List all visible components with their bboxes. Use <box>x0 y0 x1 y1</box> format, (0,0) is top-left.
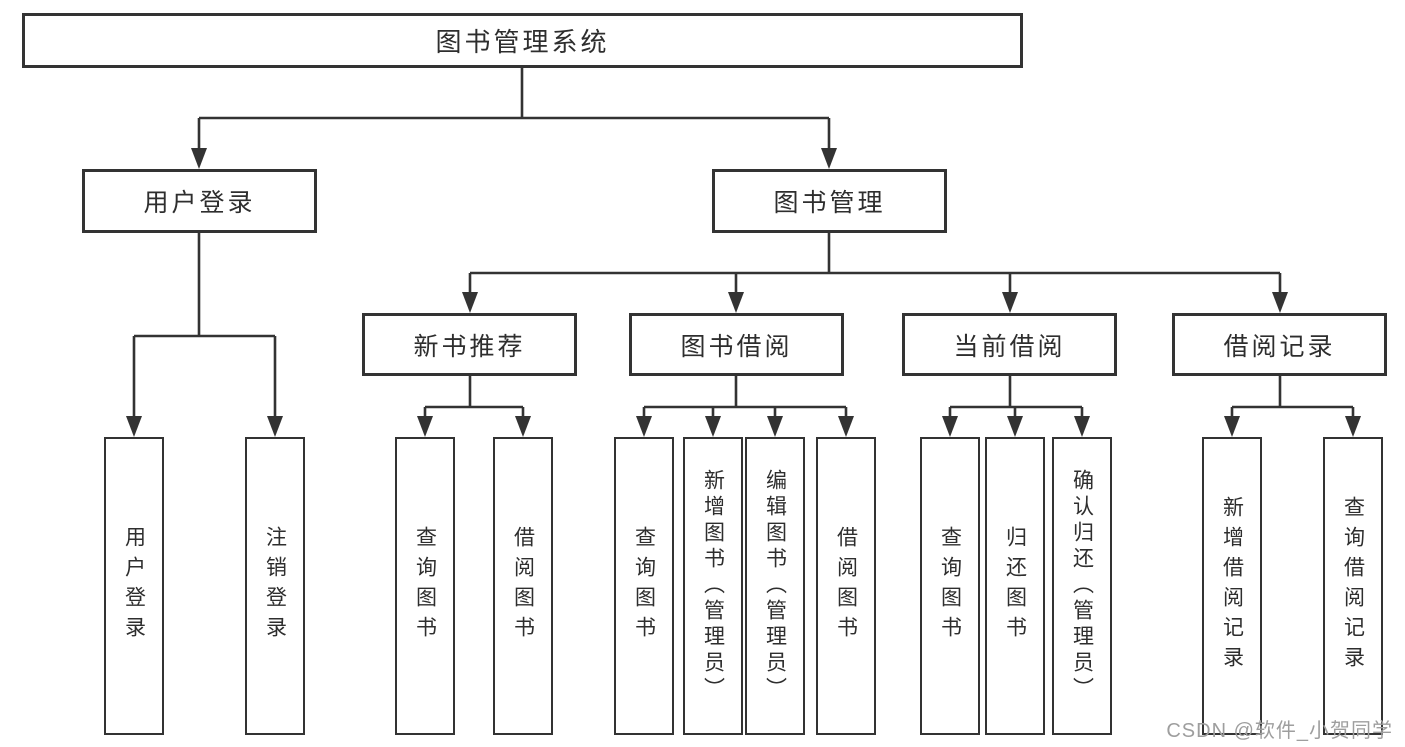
leaf-label: 确认归还（管理员） <box>1070 469 1094 703</box>
leaf-query-books-current: 查询图书 <box>920 437 980 735</box>
leaf-query-books-recommend: 查询图书 <box>395 437 455 735</box>
leaf-user-login: 用户登录 <box>104 437 164 735</box>
leaf-confirm-return-admin: 确认归还（管理员） <box>1052 437 1112 735</box>
node-current-borrow: 当前借阅 <box>902 313 1117 376</box>
node-user-login: 用户登录 <box>82 169 317 233</box>
leaf-logout: 注销登录 <box>245 437 305 735</box>
node-book-management: 图书管理 <box>712 169 947 233</box>
node-borrow-records: 借阅记录 <box>1172 313 1387 376</box>
leaf-label: 查询借阅记录 <box>1341 496 1365 676</box>
node-label: 新书推荐 <box>413 332 526 361</box>
leaf-label: 查询图书 <box>632 526 656 646</box>
leaf-label: 新增图书（管理员） <box>701 469 725 703</box>
leaf-query-borrow-record: 查询借阅记录 <box>1323 437 1383 735</box>
leaf-edit-book-admin: 编辑图书（管理员） <box>745 437 805 735</box>
leaf-label: 查询图书 <box>413 526 437 646</box>
node-label: 图书借阅 <box>680 332 793 361</box>
csdn-watermark: CSDN @软件_小贺同学 <box>1166 720 1393 742</box>
node-library-management-system: 图书管理系统 <box>22 13 1023 68</box>
node-label: 用户登录 <box>143 189 256 217</box>
leaf-label: 用户登录 <box>122 526 146 646</box>
leaf-borrow-books: 借阅图书 <box>816 437 876 735</box>
node-label: 当前借阅 <box>953 332 1066 361</box>
leaf-query-books-borrow: 查询图书 <box>614 437 674 735</box>
node-label: 图书管理 <box>773 189 886 217</box>
leaf-label: 借阅图书 <box>511 526 535 646</box>
leaf-return-book: 归还图书 <box>985 437 1045 735</box>
leaf-label: 查询图书 <box>938 526 962 646</box>
leaf-label: 注销登录 <box>263 526 287 646</box>
node-book-borrow: 图书借阅 <box>629 313 844 376</box>
leaf-add-book-admin: 新增图书（管理员） <box>683 437 743 735</box>
node-new-book-recommend: 新书推荐 <box>362 313 577 376</box>
node-label: 借阅记录 <box>1223 332 1336 361</box>
leaf-add-borrow-record: 新增借阅记录 <box>1202 437 1262 735</box>
leaf-label: 借阅图书 <box>834 526 858 646</box>
leaf-label: 编辑图书（管理员） <box>763 469 787 703</box>
node-label: 图书管理系统 <box>435 27 610 57</box>
leaf-label: 归还图书 <box>1003 526 1027 646</box>
leaf-borrow-books-recommend: 借阅图书 <box>493 437 553 735</box>
leaf-label: 新增借阅记录 <box>1220 496 1244 676</box>
